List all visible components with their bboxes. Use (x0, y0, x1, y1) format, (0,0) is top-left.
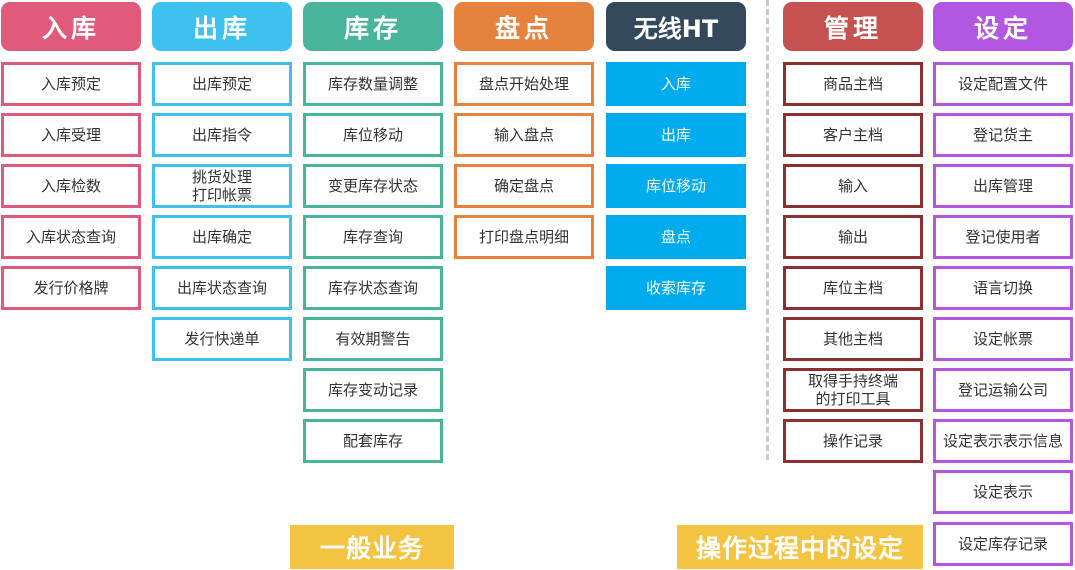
menu-item-location-master[interactable]: 库位主档 (783, 266, 923, 310)
menu-item-register-user[interactable]: 登记使用者 (933, 215, 1073, 259)
column-stocktake: 盘点 盘点开始处理 输入盘点 确定盘点 打印盘点明细 (454, 2, 594, 259)
menu-item-config-file[interactable]: 设定配置文件 (933, 62, 1073, 106)
menu-item-product-master[interactable]: 商品主档 (783, 62, 923, 106)
menu-item-register-owner[interactable]: 登记货主 (933, 113, 1073, 157)
column-inventory: 库存 库存数量调整 库位移动 变更库存状态 库存查询 库存状态查询 有效期警告 … (303, 2, 443, 463)
column-wireless-ht: 无线HT 入库 出库 库位移动 盘点 收索库存 (606, 2, 746, 310)
menu-item-register-carrier[interactable]: 登记运输公司 (933, 368, 1073, 412)
menu-item-stocktake-confirm[interactable]: 确定盘点 (454, 164, 594, 208)
menu-item-language-switch[interactable]: 语言切换 (933, 266, 1073, 310)
menu-item-display-settings[interactable]: 设定表示 (933, 470, 1073, 514)
menu-item-stocktake-print[interactable]: 打印盘点明细 (454, 215, 594, 259)
menu-item-ht-inbound[interactable]: 入库 (606, 62, 746, 106)
header-outbound[interactable]: 出库 (152, 2, 292, 51)
menu-item-expiry-warning[interactable]: 有效期警告 (303, 317, 443, 361)
menu-item-outbound-confirm[interactable]: 出库确定 (152, 215, 292, 259)
menu-item-ht-location-move[interactable]: 库位移动 (606, 164, 746, 208)
menu-item-outbound-plan[interactable]: 出库预定 (152, 62, 292, 106)
menu-item-inventory-status[interactable]: 库存状态查询 (303, 266, 443, 310)
menu-item-export[interactable]: 输出 (783, 215, 923, 259)
menu-item-display-info[interactable]: 设定表示表示信息 (933, 419, 1073, 463)
menu-item-ht-outbound[interactable]: 出库 (606, 113, 746, 157)
menu-item-inbound-count[interactable]: 入库检数 (1, 164, 141, 208)
header-inventory[interactable]: 库存 (303, 2, 443, 51)
menu-item-inbound-accept[interactable]: 入库受理 (1, 113, 141, 157)
menu-item-import[interactable]: 输入 (783, 164, 923, 208)
menu-item-ht-search-inventory[interactable]: 收索库存 (606, 266, 746, 310)
header-settings[interactable]: 设定 (933, 2, 1073, 51)
menu-item-kit-inventory[interactable]: 配套库存 (303, 419, 443, 463)
menu-item-qty-adjust[interactable]: 库存数量调整 (303, 62, 443, 106)
footer-label-general: 一般业务 (290, 525, 454, 569)
menu-item-set-forms[interactable]: 设定帐票 (933, 317, 1073, 361)
column-outbound: 出库 出库预定 出库指令 挑货处理 打印帐票 出库确定 出库状态查询 发行快递单 (152, 2, 292, 361)
header-management[interactable]: 管理 (783, 2, 923, 51)
header-inbound[interactable]: 入库 (1, 2, 141, 51)
menu-item-change-status[interactable]: 变更库存状态 (303, 164, 443, 208)
menu-item-outbound-mgmt[interactable]: 出库管理 (933, 164, 1073, 208)
menu-item-change-log[interactable]: 库存变动记录 (303, 368, 443, 412)
menu-item-ht-print-tool[interactable]: 取得手持终端 的打印工具 (783, 368, 923, 412)
menu-item-customer-master[interactable]: 客户主档 (783, 113, 923, 157)
menu-item-operation-log[interactable]: 操作记录 (783, 419, 923, 463)
menu-item-outbound-status[interactable]: 出库状态查询 (152, 266, 292, 310)
menu-item-other-master[interactable]: 其他主档 (783, 317, 923, 361)
footer-label-settings: 操作过程中的设定 (677, 525, 923, 569)
menu-item-stocktake-start[interactable]: 盘点开始处理 (454, 62, 594, 106)
menu-item-stocktake-input[interactable]: 输入盘点 (454, 113, 594, 157)
menu-item-inbound-status[interactable]: 入库状态查询 (1, 215, 141, 259)
menu-item-picking-print[interactable]: 挑货处理 打印帐票 (152, 164, 292, 208)
section-divider (766, 0, 769, 460)
header-wireless-ht[interactable]: 无线HT (606, 2, 746, 51)
menu-item-price-tag[interactable]: 发行价格牌 (1, 266, 141, 310)
column-settings: 设定 设定配置文件 登记货主 出库管理 登记使用者 语言切换 设定帐票 登记运输… (933, 2, 1073, 566)
menu-item-location-move[interactable]: 库位移动 (303, 113, 443, 157)
menu-item-inventory-query[interactable]: 库存查询 (303, 215, 443, 259)
menu-item-outbound-order[interactable]: 出库指令 (152, 113, 292, 157)
header-stocktake[interactable]: 盘点 (454, 2, 594, 51)
menu-item-inventory-log-settings[interactable]: 设定库存记录 (933, 522, 1073, 566)
menu-item-ht-stocktake[interactable]: 盘点 (606, 215, 746, 259)
column-inbound: 入库 入库预定 入库受理 入库检数 入库状态查询 发行价格牌 (1, 2, 141, 310)
menu-item-inbound-plan[interactable]: 入库预定 (1, 62, 141, 106)
column-management: 管理 商品主档 客户主档 输入 输出 库位主档 其他主档 取得手持终端 的打印工… (783, 2, 923, 463)
menu-item-courier-slip[interactable]: 发行快递单 (152, 317, 292, 361)
